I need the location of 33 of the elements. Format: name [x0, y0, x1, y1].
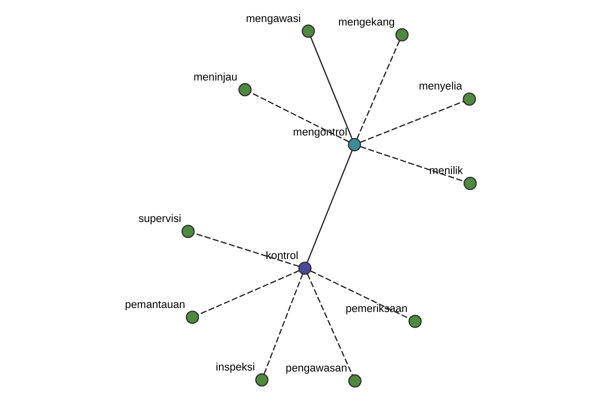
node-circle	[348, 374, 362, 388]
node-label: supervisi	[138, 213, 182, 226]
node-label: menilik	[429, 165, 463, 178]
node-circle	[464, 176, 477, 190]
connector	[306, 274, 353, 376]
node-label: inspeksi	[216, 362, 255, 374]
node-circle	[395, 28, 409, 42]
connector	[198, 270, 300, 316]
node-label: kontrol	[266, 250, 298, 262]
connector	[310, 270, 410, 320]
node-circle	[348, 138, 362, 152]
connector	[194, 232, 300, 267]
node-circle	[238, 83, 252, 96]
node-label: pemantauan	[125, 298, 186, 311]
connector	[310, 36, 353, 140]
node-label: pengawasan	[286, 362, 348, 375]
node-label: meninjau	[194, 71, 238, 84]
node-circle	[298, 262, 312, 275]
node-circle	[181, 224, 195, 238]
connector	[360, 100, 464, 143]
node-circle	[302, 24, 315, 38]
connector	[306, 150, 353, 263]
node-label: mengekang	[338, 16, 395, 28]
connector	[360, 146, 465, 182]
connector	[264, 274, 304, 374]
node-circle	[462, 92, 476, 106]
connector	[250, 92, 350, 142]
node-label: menyelia	[418, 80, 462, 93]
node-circle	[408, 314, 422, 328]
node-label: mengawasi	[246, 12, 301, 25]
node-circle	[255, 373, 268, 387]
node-circle	[186, 310, 200, 324]
connector	[356, 40, 400, 140]
